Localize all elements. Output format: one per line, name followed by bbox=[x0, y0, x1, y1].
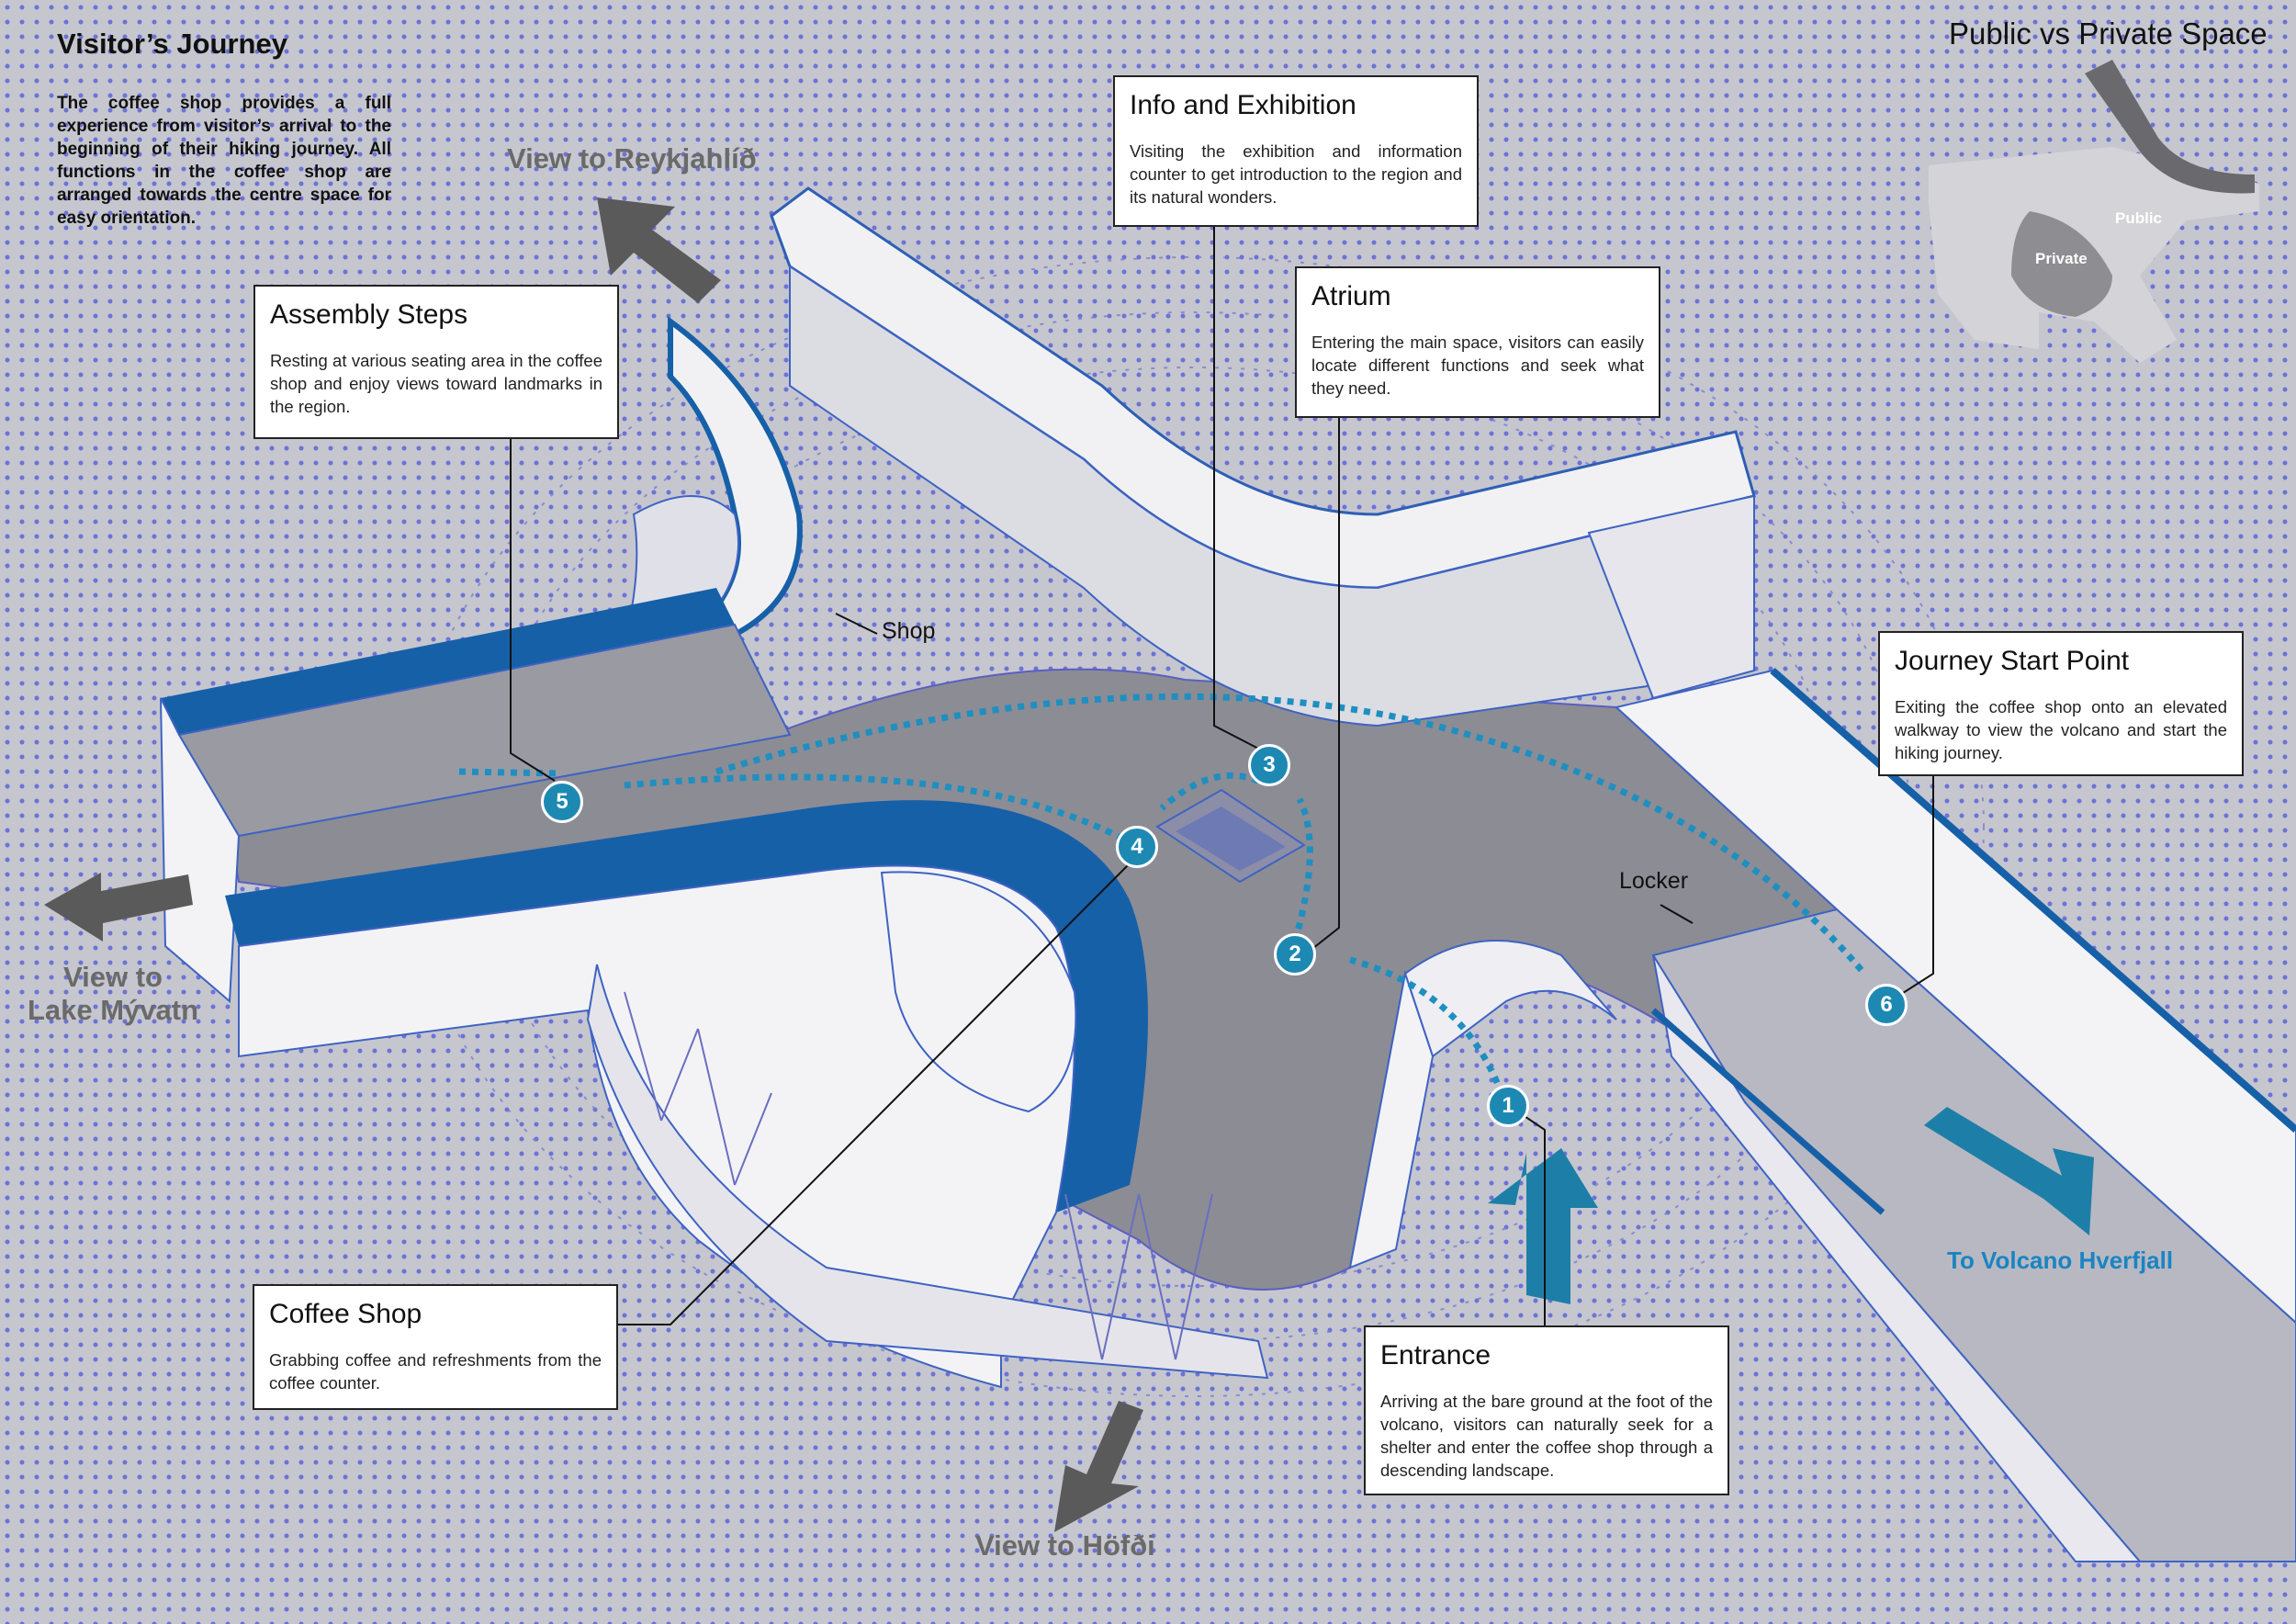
right-block bbox=[1587, 494, 1755, 700]
public-label: Public bbox=[2115, 209, 2163, 227]
journey-marker-6: 6 bbox=[1865, 984, 1908, 1026]
callout-coffee-text: Grabbing coffee and refreshments from th… bbox=[269, 1350, 602, 1393]
callout-coffee: Coffee Shop Grabbing coffee and refreshm… bbox=[253, 1284, 618, 1410]
journey-path bbox=[458, 693, 1867, 1109]
leader-locker bbox=[1660, 904, 1694, 924]
leader-lines bbox=[510, 225, 1934, 1330]
private-label: Private bbox=[2035, 250, 2088, 267]
arrow-entrance bbox=[1488, 1148, 1598, 1304]
callout-assembly-title: Assembly Steps bbox=[270, 299, 468, 330]
view-lake-line2: Lake Mývatn bbox=[27, 994, 199, 1026]
arrow-hofdi bbox=[1054, 1401, 1143, 1532]
callout-atrium: Atrium Entering the main space, visitors… bbox=[1295, 266, 1660, 418]
callout-entrance-text: Arriving at the bare ground at the foot … bbox=[1380, 1392, 1713, 1480]
locker-label: Locker bbox=[1619, 868, 1689, 894]
arrow-lake bbox=[44, 873, 193, 942]
callout-coffee-title: Coffee Shop bbox=[269, 1299, 422, 1329]
view-lake-line1: View to bbox=[63, 961, 163, 993]
journey-marker-3: 3 bbox=[1248, 744, 1290, 786]
shop-label: Shop bbox=[882, 618, 936, 644]
view-reykjahlid-label: View to Reykjahlíð bbox=[507, 142, 757, 175]
callout-entrance-title: Entrance bbox=[1380, 1340, 1491, 1370]
callout-journey: Journey Start Point Exiting the coffee s… bbox=[1878, 631, 2244, 776]
walkway-edge bbox=[1770, 667, 2296, 1133]
walkway-lower-edge bbox=[1650, 1008, 1885, 1215]
intro-title: Visitor’s Journey bbox=[57, 28, 287, 60]
callout-info: Info and Exhibition Visiting the exhibit… bbox=[1113, 75, 1479, 227]
leader-coffee bbox=[617, 863, 1131, 1325]
journey-marker-2: 2 bbox=[1274, 933, 1316, 976]
leader-info bbox=[1213, 225, 1268, 754]
leader-assembly bbox=[510, 439, 556, 782]
callout-info-title: Info and Exhibition bbox=[1130, 90, 1356, 120]
callout-journey-title: Journey Start Point bbox=[1895, 646, 2130, 676]
glazing-diagonals bbox=[624, 991, 1213, 1360]
callout-journey-text: Exiting the coffee shop onto an elevated… bbox=[1895, 697, 2227, 762]
volcano-label: To Volcano Hverfjall bbox=[1947, 1246, 2174, 1274]
view-arrows bbox=[44, 197, 1143, 1532]
callout-assembly-text: Resting at various seating area in the c… bbox=[270, 351, 602, 416]
journey-marker-4: 4 bbox=[1116, 826, 1158, 868]
public-private-title: Public vs Private Space bbox=[1949, 17, 2268, 51]
entrance-wall bbox=[1348, 970, 1435, 1269]
arrow-reykjahlid bbox=[597, 197, 721, 303]
callout-atrium-text: Entering the main space, visitors can ea… bbox=[1311, 333, 1644, 398]
callout-info-text: Visiting the exhibition and information … bbox=[1130, 141, 1462, 207]
entrance-bridge bbox=[1403, 940, 1617, 1058]
coffee-shop-glazing bbox=[586, 964, 1269, 1380]
leader-journey bbox=[1889, 776, 1934, 1002]
journey-marker-1: 1 bbox=[1487, 1085, 1529, 1127]
coffee-shop-roof bbox=[225, 800, 1148, 1212]
callout-assembly: Assembly Steps Resting at various seatin… bbox=[253, 285, 619, 439]
leader-shop bbox=[835, 613, 878, 635]
intro-text: The coffee shop provides a full experien… bbox=[57, 94, 391, 228]
callout-entrance: Entrance Arriving at the bare ground at … bbox=[1364, 1325, 1729, 1495]
callout-atrium-title: Atrium bbox=[1311, 281, 1391, 311]
journey-marker-5: 5 bbox=[541, 781, 583, 823]
view-lake-label: View to Lake Mývatn bbox=[26, 961, 200, 1027]
atrium-fountain bbox=[1155, 788, 1306, 884]
public-private-inset bbox=[1929, 60, 2259, 363]
walkway-wall bbox=[1614, 669, 2296, 1325]
arrow-volcano bbox=[1924, 1107, 2094, 1235]
leader-atrium bbox=[1303, 418, 1340, 956]
left-wing-top bbox=[161, 588, 735, 735]
view-hofdi-label: View to Höfði bbox=[975, 1529, 1155, 1562]
